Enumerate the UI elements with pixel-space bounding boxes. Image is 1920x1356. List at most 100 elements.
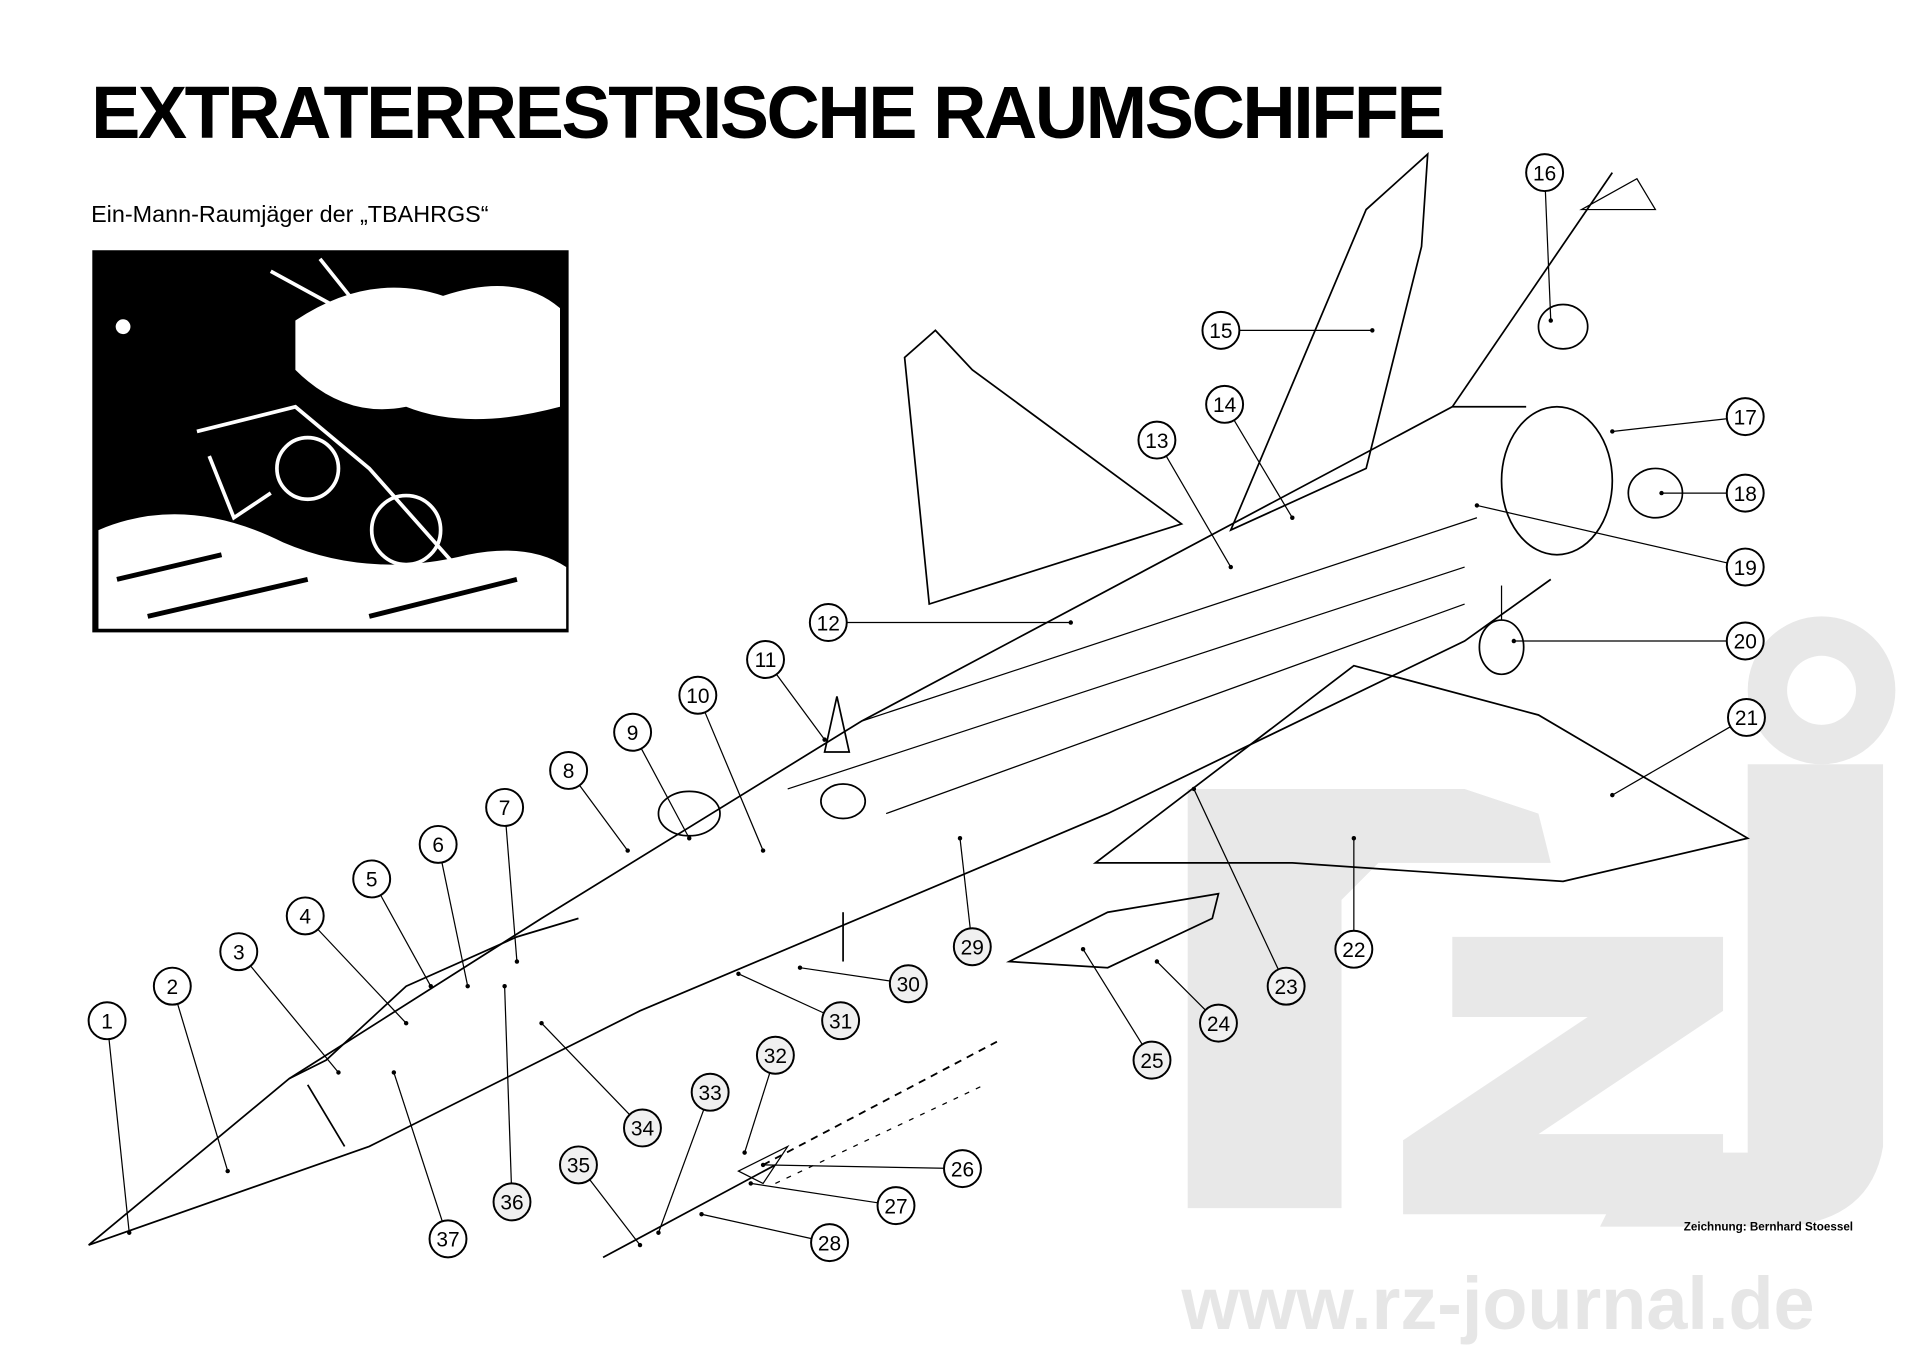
leader-dot — [736, 971, 741, 977]
leader-line — [579, 784, 629, 851]
leader-dot — [625, 848, 630, 853]
leader-dot — [1659, 490, 1664, 496]
callout-12: 12 — [808, 603, 1073, 643]
leader-dot — [742, 1150, 747, 1155]
callout-number: 4 — [299, 906, 311, 929]
callout-circle — [1137, 420, 1177, 460]
callout-number: 31 — [829, 1010, 852, 1033]
leader-line — [701, 1213, 812, 1240]
callout-number: 12 — [817, 612, 840, 635]
callout-number: 22 — [1342, 939, 1365, 962]
callout-circle — [876, 1186, 916, 1226]
leader-line — [1156, 961, 1206, 1011]
leader-line — [657, 1109, 705, 1233]
callout-8: 8 — [549, 750, 630, 853]
leader-line — [750, 1182, 878, 1204]
callout-circle — [821, 1001, 861, 1041]
callout-circle — [559, 1145, 598, 1185]
leader-line — [1193, 788, 1279, 970]
leader-line — [763, 1164, 945, 1169]
inset-illustration — [92, 250, 569, 633]
callout-circle — [746, 640, 785, 679]
callout-circle — [1725, 621, 1765, 661]
leader-dot — [1610, 429, 1615, 434]
callout-20: 20 — [1511, 621, 1765, 661]
callout-number: 14 — [1213, 394, 1237, 417]
callout-33: 33 — [656, 1072, 730, 1235]
leader-dot — [957, 836, 963, 841]
callout-number: 21 — [1735, 707, 1758, 730]
leader-dot — [656, 1230, 661, 1235]
leader-dot — [1290, 515, 1295, 520]
leader-line — [177, 1003, 229, 1172]
callout-number: 8 — [563, 760, 575, 783]
leader-line — [704, 712, 764, 851]
callout-number: 18 — [1734, 483, 1757, 506]
leader-dot — [1511, 638, 1517, 644]
leader-dot — [428, 983, 433, 989]
leader-line — [1612, 418, 1727, 433]
callout-circle — [219, 932, 259, 972]
leader-dot — [1080, 946, 1086, 952]
callout-circle — [1725, 397, 1765, 437]
callout-25: 25 — [1080, 946, 1172, 1080]
callout-circle — [623, 1108, 662, 1148]
leader-dot — [1610, 792, 1615, 798]
callout-27: 27 — [748, 1181, 916, 1226]
leader-dot — [748, 1181, 753, 1186]
leader-line — [541, 1022, 631, 1116]
callout-35: 35 — [559, 1145, 643, 1248]
callout-31: 31 — [736, 971, 861, 1041]
callout-number: 16 — [1533, 162, 1556, 185]
leader-dot — [687, 836, 692, 841]
leader-dot — [539, 1020, 544, 1026]
callout-36: 36 — [492, 983, 532, 1222]
callout-number: 24 — [1207, 1013, 1231, 1036]
leader-dot — [465, 983, 470, 989]
callout-number: 9 — [627, 722, 639, 745]
leader-line — [380, 894, 432, 987]
callout-circle — [549, 750, 589, 790]
callout-number: 34 — [631, 1118, 655, 1141]
callout-circle — [1201, 310, 1241, 350]
callout-24: 24 — [1154, 959, 1238, 1043]
leader-line — [589, 1179, 641, 1246]
leader-line — [1082, 948, 1143, 1045]
callout-circle — [613, 712, 653, 752]
callout-circle — [1725, 547, 1765, 587]
callout-11: 11 — [746, 640, 827, 742]
callout-circle — [678, 675, 718, 715]
callout-circle — [888, 964, 928, 1004]
callout-number: 10 — [686, 685, 709, 708]
callout-29: 29 — [952, 836, 992, 967]
callout-23: 23 — [1191, 786, 1306, 1006]
leader-dot — [336, 1070, 341, 1075]
callout-number: 11 — [755, 649, 777, 672]
callout-circle — [485, 787, 525, 827]
callout-circle — [943, 1149, 982, 1189]
callout-circle — [1266, 966, 1306, 1006]
callout-number: 26 — [951, 1158, 974, 1181]
callout-number: 29 — [961, 936, 984, 959]
callout-4: 4 — [285, 896, 409, 1026]
leader-line — [505, 825, 518, 962]
callout-circle — [285, 896, 325, 936]
callout-number: 20 — [1734, 631, 1757, 654]
leader-line — [108, 1039, 130, 1233]
leader-dot — [1154, 959, 1160, 964]
spaceship-drawing — [88, 152, 1750, 1259]
leader-dot — [760, 1162, 766, 1168]
callout-circle — [1205, 384, 1245, 424]
callout-number: 27 — [884, 1195, 907, 1218]
callout-number: 3 — [233, 941, 245, 964]
leader-dot — [637, 1242, 643, 1248]
callout-13: 13 — [1137, 420, 1233, 570]
leader-line — [317, 928, 407, 1024]
leader-line — [1476, 504, 1728, 564]
callout-10: 10 — [678, 675, 766, 853]
callout-circle — [1334, 929, 1374, 969]
callout-circle — [428, 1219, 468, 1259]
callout-circle — [755, 1035, 795, 1075]
callout-number: 30 — [897, 973, 920, 996]
callout-number: 15 — [1209, 320, 1232, 343]
